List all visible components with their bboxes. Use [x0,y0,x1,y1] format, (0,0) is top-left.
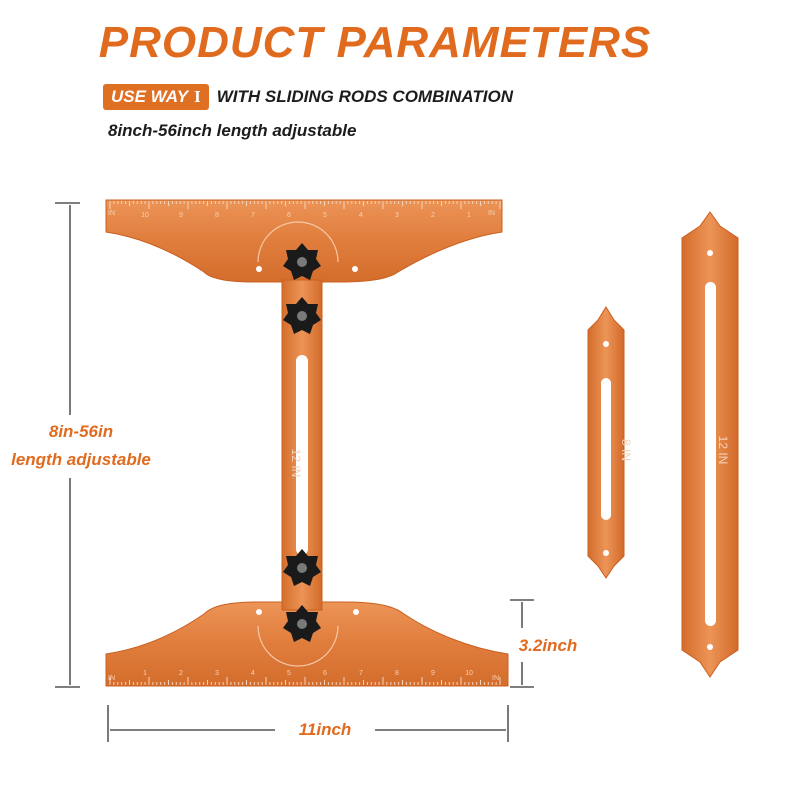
ruler-tick-label: 9 [431,670,435,677]
bottom-plate-hole-right [353,609,359,615]
long-sliding-rod: 12 IN [681,211,739,678]
top-ruler-plate: IN IN 10 9 8 7 6 5 4 3 2 1 [105,199,503,283]
ruler-tick-label: 9 [179,212,183,219]
ruler-tick-label: 4 [359,212,363,219]
center-rod-label: 12 IN [289,449,303,478]
ruler-tick-label: 5 [323,212,327,219]
star-knob-icon [283,549,321,586]
length-note: 8inch-56inch length adjustable [108,121,357,140]
width-label: 11inch [298,720,352,739]
overall-length-line2: length adjustable [11,450,151,469]
ruler-tick-label: 10 [141,212,149,219]
ruler-tick-label: 5 [287,670,291,677]
use-way-subtitle: WITH SLIDING RODS COMBINATION [216,87,513,106]
ruler-tick-label: 8 [215,212,219,219]
ruler-tick-label: 4 [251,670,255,677]
ruler-tick-label: 6 [323,670,327,677]
ruler-tick-label: 1 [467,212,471,219]
use-way-badge: USE WAY I [103,84,209,110]
overall-length-line1: 8in-56in [48,422,114,441]
ruler-tick-label: 2 [179,670,183,677]
ruler-tick-label: 3 [395,212,399,219]
star-knob-icon [283,297,321,334]
top-ruler-unit-right: IN [488,210,495,217]
ruler-tick-label: 6 [287,212,291,219]
long-rod-label: 12 IN [716,436,730,465]
short-rod-label: 8 IN [619,439,633,461]
width-dimension [107,705,509,742]
ruler-tick-label: 8 [395,670,399,677]
bottom-ruler-unit-left: IN [108,675,115,682]
use-way-row: USE WAY I WITH SLIDING RODS COMBINATION [103,82,513,112]
top-protractor [257,221,339,263]
bottom-plate-hole-left [256,609,262,615]
top-ruler-unit-left: IN [108,210,115,217]
ruler-tick-label: 10 [465,670,473,677]
page-title: PRODUCT PARAMETERS [98,18,652,67]
plate-height-label: 3.2inch [518,636,578,655]
star-knob-icon [283,243,321,280]
use-way-badge-label: USE WAY [111,87,189,106]
overall-length-label: 8in-56in length adjustable [6,418,156,474]
bottom-protractor [257,625,339,667]
ruler-tick-label: 7 [251,212,255,219]
ruler-tick-label: 2 [431,212,435,219]
bottom-ruler-plate: IN IN 1 2 3 4 5 6 7 8 9 10 [105,601,509,687]
plate-height-dimension [510,599,534,688]
ruler-tick-label: 7 [359,670,363,677]
star-knob-icon [283,605,321,642]
ruler-tick-label: 1 [143,670,147,677]
bottom-ruler-unit-right: IN [492,675,499,682]
short-sliding-rod: 8 IN [587,306,633,579]
overall-length-dimension [55,202,80,688]
top-plate-hole-left [256,266,262,272]
use-way-badge-numeral: I [194,87,201,106]
top-plate-hole-right [352,266,358,272]
ruler-tick-label: 3 [215,670,219,677]
